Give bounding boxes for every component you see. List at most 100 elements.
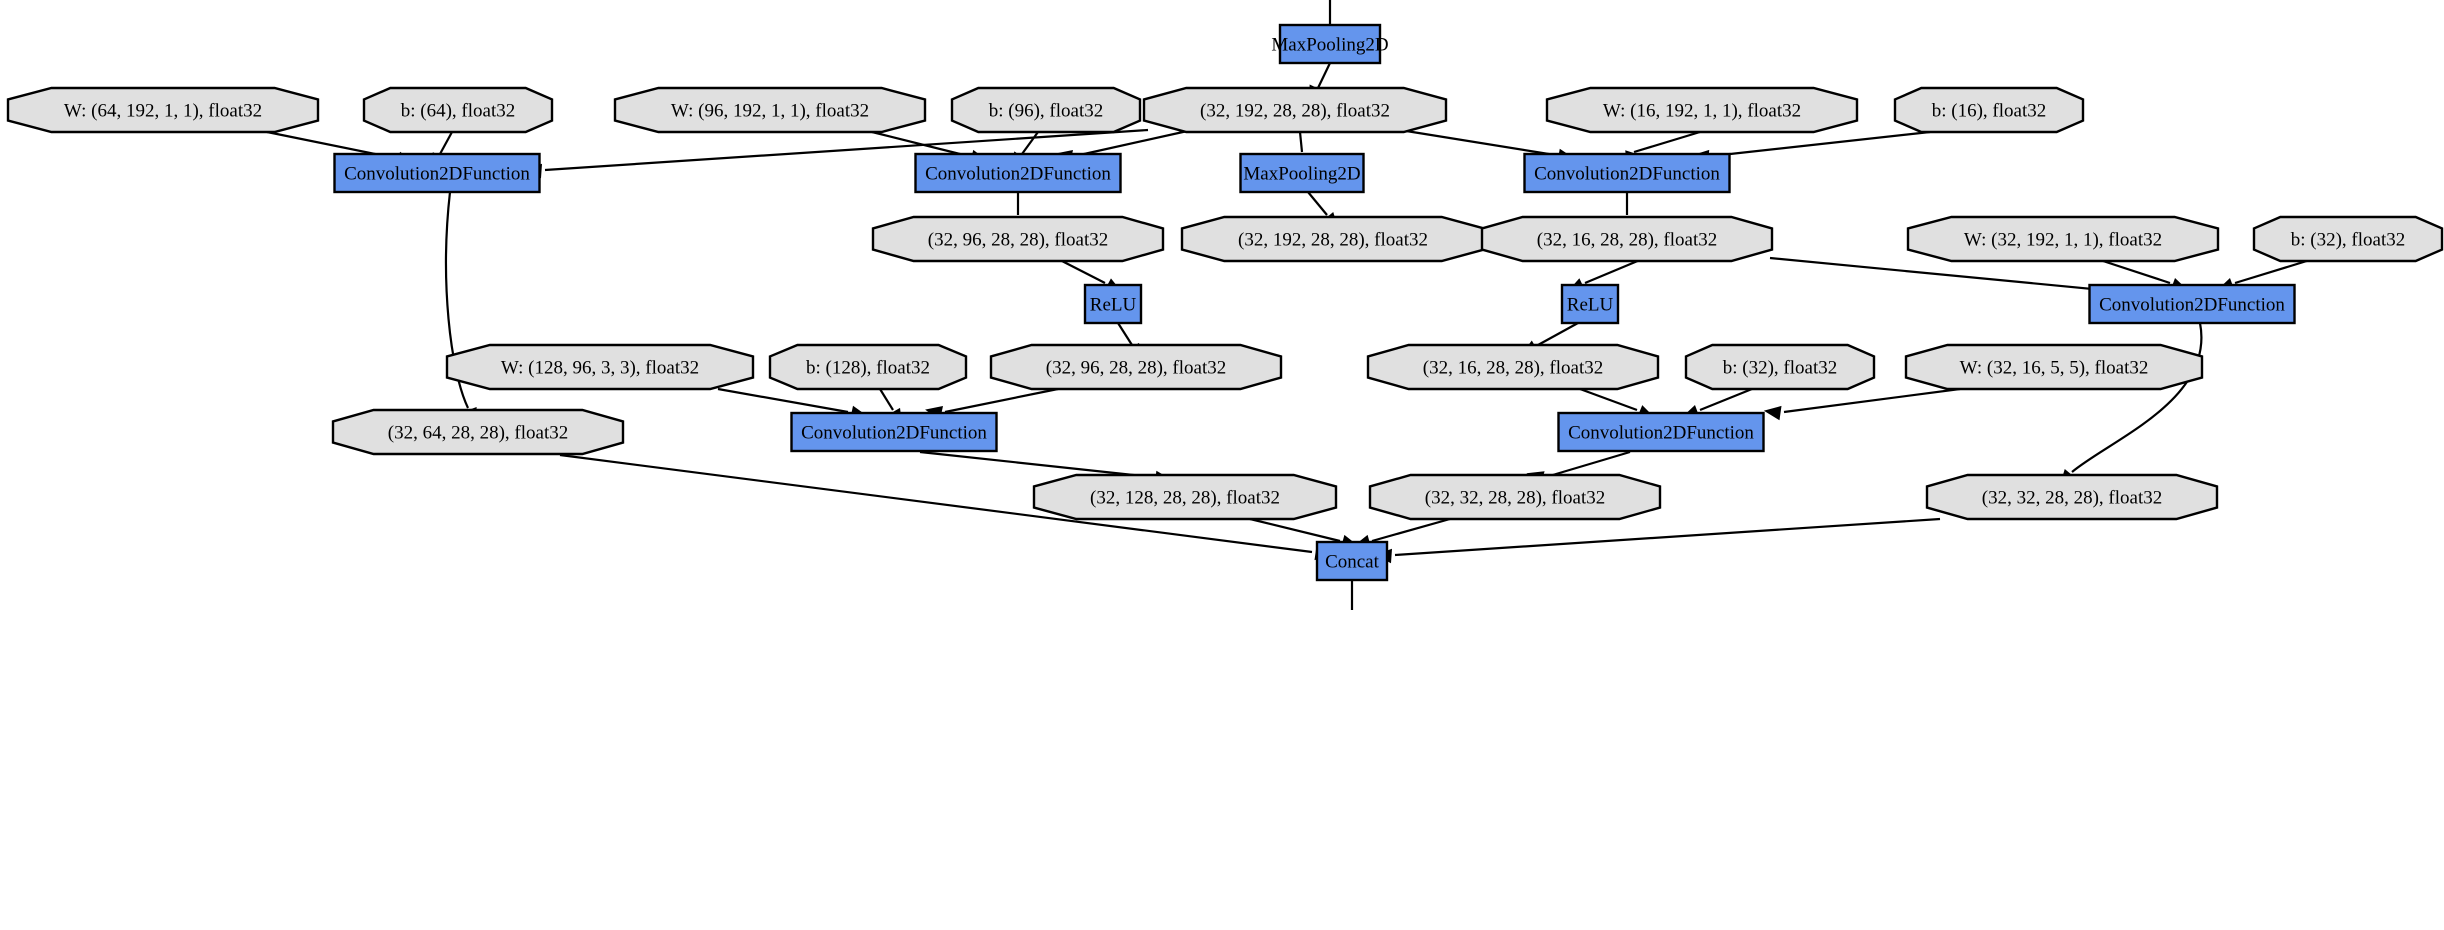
graph-node-variable[interactable]: b: (32), float32 [2252,215,2444,263]
node-label: Convolution2DFunction [925,164,1111,185]
graph-node-variable[interactable]: b: (96), float32 [950,86,1142,134]
node-label: (32, 192, 28, 28), float32 [1200,101,1390,122]
graph-node-variable[interactable]: b: (16), float32 [1893,86,2085,134]
variable-node-octagon[interactable] [2252,215,2444,263]
variable-node-octagon[interactable] [768,343,968,391]
node-label: (32, 32, 28, 28), float32 [1425,488,1605,509]
graph-node-function[interactable]: Convolution2DFunction [1557,411,1765,453]
function-node-box[interactable] [1523,152,1731,194]
graph-node-variable[interactable]: (32, 64, 28, 28), float32 [331,408,625,456]
graph-node-variable[interactable]: (32, 96, 28, 28), float32 [989,343,1283,391]
graph-node-variable[interactable]: W: (96, 192, 1, 1), float32 [613,86,927,134]
graph-node-variable[interactable]: b: (32), float32 [1684,343,1876,391]
node-label: Convolution2DFunction [801,423,987,444]
variable-node-octagon[interactable] [445,343,755,391]
function-node-box[interactable] [1560,283,1620,325]
graph-edge [1317,62,1331,89]
graph-node-variable[interactable]: W: (64, 192, 1, 1), float32 [6,86,320,134]
graph-node-function[interactable]: MaxPooling2D [1239,152,1365,194]
graph-node-function[interactable]: ReLU [1083,283,1143,325]
variable-node-octagon[interactable] [1893,86,2085,134]
graph-edge [1633,130,1701,154]
graph-node-variable[interactable]: W: (128, 96, 3, 3), float32 [445,343,755,391]
graph-node-function[interactable]: Convolution2DFunction [333,152,541,194]
node-label: Concat [1325,552,1380,573]
graph-edge [1579,387,1638,412]
function-node-box[interactable] [914,152,1122,194]
graph-node-variable[interactable]: b: (128), float32 [768,343,968,391]
graph-node-variable[interactable]: (32, 192, 28, 28), float32 [1180,215,1486,263]
node-label: (32, 128, 28, 28), float32 [1090,488,1280,509]
graph-edge [879,388,894,411]
variable-node-octagon[interactable] [1480,215,1774,263]
node-label: MaxPooling2D [1271,35,1388,56]
variable-node-octagon[interactable] [1684,343,1876,391]
variable-node-octagon[interactable] [871,215,1165,263]
graph-node-variable[interactable]: (32, 32, 28, 28), float32 [1925,473,2219,521]
variable-node-octagon[interactable] [1906,215,2220,263]
graph-node-variable[interactable]: (32, 32, 28, 28), float32 [1368,473,1662,521]
graph-node-function[interactable]: Concat [1315,540,1389,582]
graph-edge [544,128,1149,172]
graph-edge [1059,259,1106,284]
graph-node-function[interactable]: Convolution2DFunction [914,152,1122,194]
graph-node-function[interactable]: Convolution2DFunction [1523,152,1731,194]
function-node-box[interactable] [2088,283,2296,325]
node-label: Convolution2DFunction [2099,295,2285,316]
variable-node-octagon[interactable] [950,86,1142,134]
function-node-box[interactable] [1083,283,1143,325]
graph-node-variable[interactable]: (32, 16, 28, 28), float32 [1366,343,1660,391]
graph-node-function[interactable]: Convolution2DFunction [2088,283,2296,325]
node-label: b: (64), float32 [401,101,516,122]
graph-edge [1371,517,1451,543]
graph-node-variable[interactable]: (32, 128, 28, 28), float32 [1032,473,1338,521]
graph-node-variable[interactable]: (32, 96, 28, 28), float32 [871,215,1165,263]
function-node-box[interactable] [1278,23,1382,65]
graph-edge [2234,258,2311,285]
variable-node-octagon[interactable] [362,86,554,134]
graph-node-variable[interactable]: (32, 16, 28, 28), float32 [1480,215,1774,263]
variable-node-octagon[interactable] [989,343,1283,391]
node-label: Convolution2DFunction [1534,164,1720,185]
graph-node-variable[interactable]: b: (64), float32 [362,86,554,134]
node-label: W: (32, 16, 5, 5), float32 [1960,358,2149,379]
graph-edge [1117,322,1133,346]
graph-node-variable[interactable]: W: (32, 192, 1, 1), float32 [1906,215,2220,263]
node-label: (32, 16, 28, 28), float32 [1537,230,1717,251]
graph-node-variable[interactable]: W: (32, 16, 5, 5), float32 [1904,343,2204,391]
graph-edge [1545,450,1631,479]
node-label: W: (128, 96, 3, 3), float32 [501,358,699,379]
node-label: W: (16, 192, 1, 1), float32 [1603,101,1801,122]
function-node-box[interactable] [790,411,998,453]
variable-node-octagon[interactable] [1368,473,1662,521]
node-label: MaxPooling2D [1243,164,1360,185]
node-label: (32, 16, 28, 28), float32 [1423,358,1603,379]
graph-edge [2071,322,2203,473]
variable-node-octagon[interactable] [1545,86,1859,134]
variable-node-octagon[interactable] [1904,343,2204,391]
function-node-box[interactable] [333,152,541,194]
variable-node-octagon[interactable] [6,86,320,134]
variable-node-octagon[interactable] [1142,86,1448,134]
graph-edge [439,131,453,155]
graph-edge [919,450,1153,479]
graph-node-variable[interactable]: W: (16, 192, 1, 1), float32 [1545,86,1859,134]
variable-node-octagon[interactable] [1032,473,1338,521]
function-node-box[interactable] [1557,411,1765,453]
function-node-box[interactable] [1315,540,1389,582]
node-label: b: (32), float32 [1723,358,1838,379]
graph-node-variable[interactable]: (32, 192, 28, 28), float32 [1142,86,1448,134]
variable-node-octagon[interactable] [1925,473,2219,521]
variable-node-octagon[interactable] [1366,343,1660,391]
graph-node-function[interactable]: ReLU [1560,283,1620,325]
variable-node-octagon[interactable] [331,408,625,456]
node-label: (32, 64, 28, 28), float32 [388,423,568,444]
variable-node-octagon[interactable] [613,86,927,134]
graph-node-function[interactable]: Convolution2DFunction [790,411,998,453]
node-label: W: (64, 192, 1, 1), float32 [64,101,262,122]
graph-node-function[interactable]: MaxPooling2D [1271,23,1389,65]
function-node-box[interactable] [1239,152,1365,194]
graph-edge [1711,130,1931,158]
graph-edge [944,387,1059,414]
